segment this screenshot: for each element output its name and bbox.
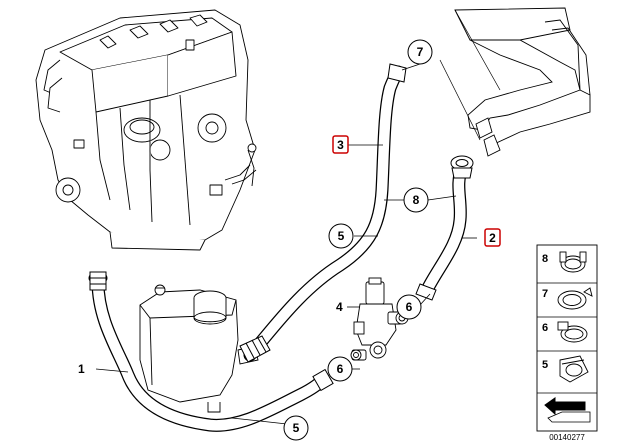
hose-clamp-worm-icon: [557, 321, 588, 343]
callout-8: 8: [403, 187, 429, 213]
callout-6-lower: 6: [327, 356, 353, 382]
leader-lines: [95, 63, 477, 426]
hose-3-illustration: [239, 63, 407, 363]
legend-num-5: 5: [542, 359, 548, 371]
svg-text:3: 3: [337, 138, 344, 152]
drawing-code: 00140277: [549, 433, 585, 442]
svg-text:7: 7: [417, 45, 424, 59]
direction-arrow-icon: [544, 397, 591, 423]
legend-num-8: 8: [542, 253, 548, 265]
callout-3: 3: [332, 135, 349, 154]
svg-text:6: 6: [337, 362, 344, 376]
svg-text:2: 2: [489, 231, 496, 245]
svg-text:6: 6: [406, 300, 413, 314]
svg-text:8: 8: [413, 193, 420, 207]
parts-legend: 8 7 6 5: [536, 244, 598, 432]
callout-7: 7: [407, 39, 433, 65]
callout-2: 2: [484, 228, 501, 247]
hose-2-illustration: [415, 155, 474, 301]
callout-6-upper: 6: [396, 294, 422, 320]
hose-clamp-band-icon: [559, 355, 589, 383]
valve-4-illustration: [350, 277, 409, 361]
hose-clamp-spring-icon: [557, 287, 593, 310]
engine-block-illustration: [35, 9, 257, 251]
callout-5-lower: 5: [283, 415, 309, 441]
radiator-pipes-illustration: [439, 7, 591, 157]
callout-5-upper: 5: [328, 223, 354, 249]
legend-num-6: 6: [542, 322, 548, 334]
hose-clamp-spring-icon: [559, 251, 587, 273]
svg-text:5: 5: [293, 421, 300, 435]
expansion-tank-illustration: [139, 284, 259, 413]
callout-4: 4: [336, 300, 343, 314]
svg-text:5: 5: [338, 229, 345, 243]
legend-num-7: 7: [542, 288, 548, 300]
callout-1: 1: [78, 362, 85, 376]
hose-1-illustration: [88, 271, 334, 432]
